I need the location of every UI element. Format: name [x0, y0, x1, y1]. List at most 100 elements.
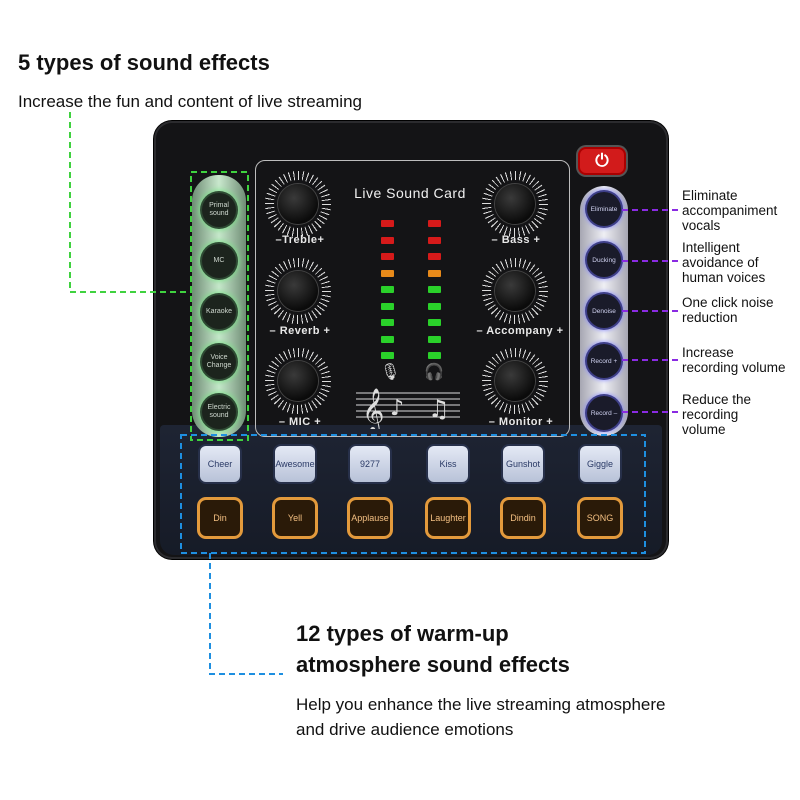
record-plus-label: Record +: [590, 357, 618, 365]
music-notes-icon: 𝄞 ♪ ♫: [356, 388, 460, 429]
pad-din-label: Din: [213, 513, 227, 523]
led-segment: [381, 220, 394, 227]
bottom-heading-line2: atmosphere sound effects: [296, 652, 570, 677]
pad-9277[interactable]: 9277: [350, 446, 390, 482]
pad-cheer-label: Cheer: [207, 459, 233, 469]
callout-ducking: Intelligent avoidance of human voices: [682, 240, 800, 285]
record-minus-button[interactable]: Record –: [587, 396, 621, 430]
mic-label: – MIC +: [278, 416, 322, 428]
pad-yell-label: Yell: [287, 513, 303, 523]
callout-ducking-line2: avoidance of: [682, 255, 759, 270]
led-segment: [428, 302, 441, 310]
reverb-knob[interactable]: [265, 258, 331, 324]
callout-denoise: One click noise reduction: [682, 295, 800, 325]
primal-sound-button[interactable]: Primal sound: [202, 193, 236, 227]
mc-label: MC: [213, 257, 225, 264]
callout-record-plus-line2: recording volume: [682, 360, 786, 375]
pad-section: [160, 425, 662, 555]
knob-panel-frame: [255, 160, 570, 437]
pad-yell[interactable]: Yell: [275, 500, 315, 536]
record-minus-label: Record –: [590, 409, 618, 417]
denoise-label: Denoise: [592, 307, 616, 315]
green-callout-line: [69, 112, 192, 293]
bottom-heading-line1: 12 types of warm-up: [296, 621, 509, 646]
led-segment: [428, 253, 441, 260]
pad-laughter[interactable]: Laughter: [428, 500, 468, 536]
callout-eliminate-line1: Eliminate: [682, 188, 738, 203]
electric-sound-label: Electric sound: [207, 404, 231, 419]
record-plus-button[interactable]: Record +: [587, 344, 621, 378]
pad-applause[interactable]: Applause: [350, 500, 390, 536]
bass-label: – Bass +: [491, 234, 541, 246]
mic-knob[interactable]: [265, 348, 331, 414]
pad-awesome[interactable]: Awesome: [275, 446, 315, 482]
led-segment: [381, 352, 394, 359]
bass-knob[interactable]: [482, 171, 548, 237]
pad-gunshot[interactable]: Gunshot: [503, 446, 543, 482]
voice-change-button[interactable]: Voice Change: [202, 345, 236, 379]
monitor-label: – Monitor +: [488, 416, 554, 428]
led-segment: [428, 319, 441, 326]
voice-change-label: Voice Change: [206, 354, 232, 369]
pad-applause-label: Applause: [351, 513, 389, 523]
primal-sound-label: Primal sound: [209, 202, 229, 217]
led-segment: [428, 236, 441, 244]
pad-awesome-label: Awesome: [275, 459, 315, 469]
callout-ducking-line3: human voices: [682, 270, 766, 285]
top-heading: 5 types of sound effects: [18, 50, 270, 75]
callout-eliminate-line3: vocals: [682, 218, 721, 233]
led-segment: [381, 286, 394, 293]
svg-text:𝄞: 𝄞: [362, 388, 384, 429]
callout-record-plus: Increase recording volume: [682, 345, 800, 375]
led-segment: [428, 269, 441, 277]
eliminate-button[interactable]: Eliminate: [587, 192, 621, 226]
brand-label: Live Sound Card: [354, 185, 466, 201]
pad-giggle-label: Giggle: [586, 459, 613, 469]
led-segment: [428, 220, 441, 227]
bottom-subheading-line1: Help you enhance the live streaming atmo…: [296, 695, 666, 714]
eliminate-label: Eliminate: [590, 205, 618, 213]
pad-din[interactable]: Din: [200, 500, 240, 536]
led-segment: [381, 236, 394, 244]
svg-text:♫: ♫: [428, 395, 450, 423]
green-highlight-box: [190, 171, 249, 441]
pad-kiss-label: Kiss: [439, 459, 457, 469]
reverb-label: – Reverb +: [269, 325, 331, 337]
pad-giggle[interactable]: Giggle: [580, 446, 620, 482]
led-segment: [381, 319, 394, 326]
top-subheading: Increase the fun and content of live str…: [18, 92, 362, 111]
pad-dindin[interactable]: Dindin: [503, 500, 543, 536]
power-icon: ⏻: [595, 151, 609, 170]
pad-laughter-label: Laughter: [430, 513, 466, 523]
mic-icon: 🎙: [380, 364, 401, 381]
bottom-subheading: Help you enhance the live streaming atmo…: [296, 692, 776, 742]
led-segment: [381, 335, 394, 343]
blue-highlight-box: [180, 434, 646, 554]
led-segment: [428, 286, 441, 293]
accompany-label: – Accompany +: [476, 325, 564, 337]
monitor-knob[interactable]: [482, 348, 548, 414]
electric-sound-button[interactable]: Electric sound: [202, 395, 236, 429]
callout-record-minus-line1: Reduce the: [682, 392, 752, 407]
accompany-knob[interactable]: [482, 258, 548, 324]
pad-song[interactable]: SONG: [580, 500, 620, 536]
blue-callout-line: [209, 553, 283, 675]
ducking-label: Ducking: [592, 256, 616, 264]
treble-knob[interactable]: [265, 171, 331, 237]
power-button[interactable]: ⏻: [578, 147, 626, 175]
callout-ducking-line1: Intelligent: [682, 240, 740, 255]
bottom-heading: 12 types of warm-up atmosphere sound eff…: [296, 618, 696, 680]
callout-denoise-line2: reduction: [682, 310, 738, 325]
led-segment: [428, 335, 441, 343]
callout-record-minus-line2: recording: [682, 407, 739, 422]
pad-cheer[interactable]: Cheer: [200, 446, 240, 482]
ducking-button[interactable]: Ducking: [587, 243, 621, 277]
pad-gunshot-label: Gunshot: [505, 459, 541, 469]
karaoke-button[interactable]: Karaoke: [202, 295, 236, 329]
led-segment: [381, 253, 394, 260]
pad-kiss[interactable]: Kiss: [428, 446, 468, 482]
mc-button[interactable]: MC: [202, 244, 236, 278]
callout-denoise-line1: One click noise: [682, 295, 774, 310]
denoise-button[interactable]: Denoise: [587, 294, 621, 328]
